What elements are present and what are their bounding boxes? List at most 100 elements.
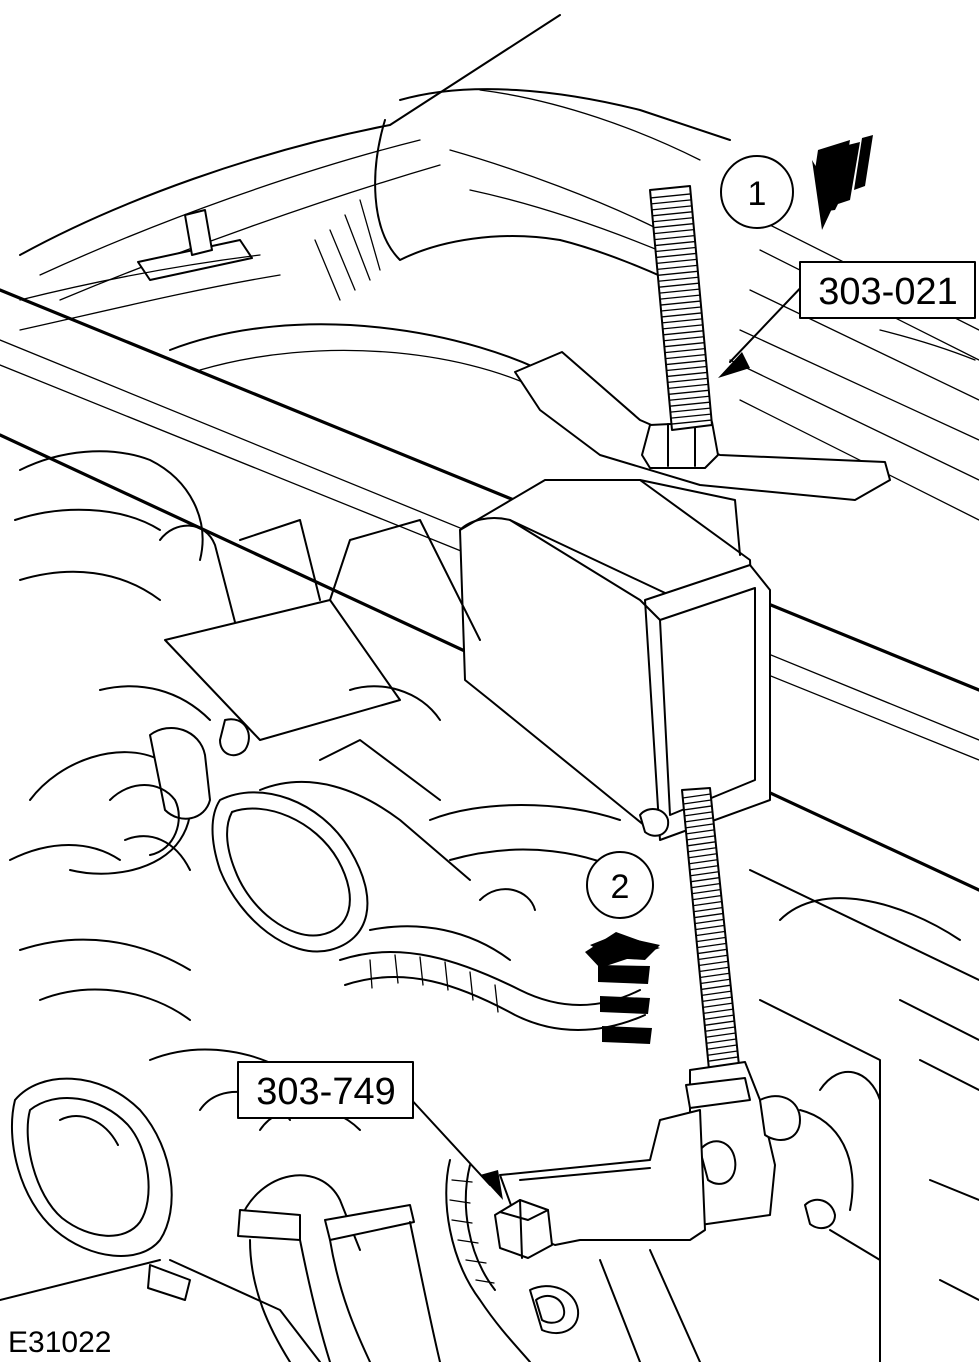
thread-line (690, 877, 720, 883)
thread-line (662, 324, 704, 330)
tool-label-303-749-text: 303-749 (256, 1071, 395, 1113)
tool-label-303-021-text: 303-021 (818, 271, 957, 313)
thread-line (708, 1056, 738, 1062)
thread-line (705, 1026, 735, 1032)
threaded-rod-upper (649, 185, 713, 431)
thread-line (684, 823, 715, 829)
callout-1-text: 1 (748, 175, 767, 213)
thread-line (663, 342, 705, 348)
thread-line (692, 894, 722, 901)
thread-line (684, 817, 714, 823)
wing-plate-303-021 (514, 351, 891, 501)
thread-line (661, 318, 703, 324)
thread-line (666, 377, 709, 384)
thread-line (701, 990, 732, 996)
thread-line (694, 912, 724, 919)
thread-line (664, 347, 706, 354)
thread-line (687, 853, 718, 859)
thread-line (683, 811, 714, 817)
thread-line (689, 865, 719, 871)
engine-components-left (9, 450, 670, 1031)
tool-label-303-021: 303-021 (799, 261, 976, 319)
thread-line (699, 966, 729, 973)
arrow-down-left-icon (812, 135, 873, 230)
threaded-rod-lower (681, 787, 741, 1081)
thread-line (670, 419, 713, 425)
thread-line (706, 1038, 737, 1044)
thread-line (657, 270, 699, 276)
thread-line (704, 1020, 735, 1026)
thread-line (703, 1002, 733, 1008)
thread-line (692, 900, 723, 907)
thread-line (707, 1044, 737, 1050)
thread-line (665, 365, 708, 372)
thread-line (649, 193, 692, 199)
thread-line (703, 1008, 734, 1014)
thread-line (698, 960, 729, 967)
arrow-up-icon (585, 932, 660, 1044)
engine-components-bottom-left (0, 938, 701, 1362)
thread-line (657, 276, 699, 282)
thread-line (686, 841, 717, 847)
lifting-bracket-303-749 (445, 1061, 801, 1362)
thread-line (697, 942, 727, 949)
thread-line (704, 1014, 734, 1020)
thread-line (652, 217, 694, 223)
thread-line (707, 1050, 738, 1056)
thread-line (697, 948, 727, 955)
thread-line (653, 234, 696, 241)
thread-line (667, 383, 709, 390)
callout-2: 2 (586, 851, 654, 919)
thread-line (695, 930, 726, 937)
thread-line (681, 793, 712, 799)
thread-line (652, 223, 694, 229)
clamp-block (459, 479, 771, 841)
thread-line (659, 294, 701, 300)
thread-line (694, 918, 724, 925)
engine-components-right (749, 869, 979, 1362)
thread-line (660, 312, 703, 318)
thread-line (701, 984, 731, 990)
thread-line (650, 199, 692, 205)
thread-line (655, 258, 698, 265)
callout-1: 1 (720, 155, 794, 229)
thread-line (660, 306, 702, 312)
thread-line (662, 330, 704, 336)
thread-line (651, 211, 693, 217)
thread-line (653, 228, 695, 235)
thread-line (654, 246, 697, 253)
figure-id: E31022 (8, 1326, 111, 1359)
thread-line (696, 936, 726, 943)
thread-line (689, 871, 720, 877)
thread-line (664, 353, 707, 360)
thread-line (698, 954, 728, 961)
thread-line (695, 924, 725, 931)
thread-line (683, 805, 713, 811)
thread-line (700, 978, 730, 984)
thread-line (669, 407, 711, 413)
thread-line (666, 371, 708, 378)
thread-line (670, 413, 712, 419)
thread-line (687, 847, 717, 853)
thread-line (663, 336, 705, 342)
thread-line (702, 996, 732, 1002)
thread-line (693, 906, 723, 913)
thread-line (658, 288, 700, 294)
thread-line (686, 835, 716, 841)
thread-line (668, 395, 710, 401)
thread-line (682, 799, 712, 805)
thread-line (658, 282, 700, 288)
thread-line (691, 888, 721, 895)
thread-line (659, 300, 702, 306)
thread-line (688, 859, 718, 865)
thread-line (651, 205, 693, 211)
thread-line (706, 1032, 736, 1038)
thread-line (700, 972, 730, 979)
thread-line (656, 264, 698, 271)
thread-line (655, 252, 697, 259)
thread-line (668, 389, 710, 395)
thread-line (685, 829, 715, 835)
thread-line (669, 401, 711, 407)
leader-lines (407, 279, 809, 1200)
